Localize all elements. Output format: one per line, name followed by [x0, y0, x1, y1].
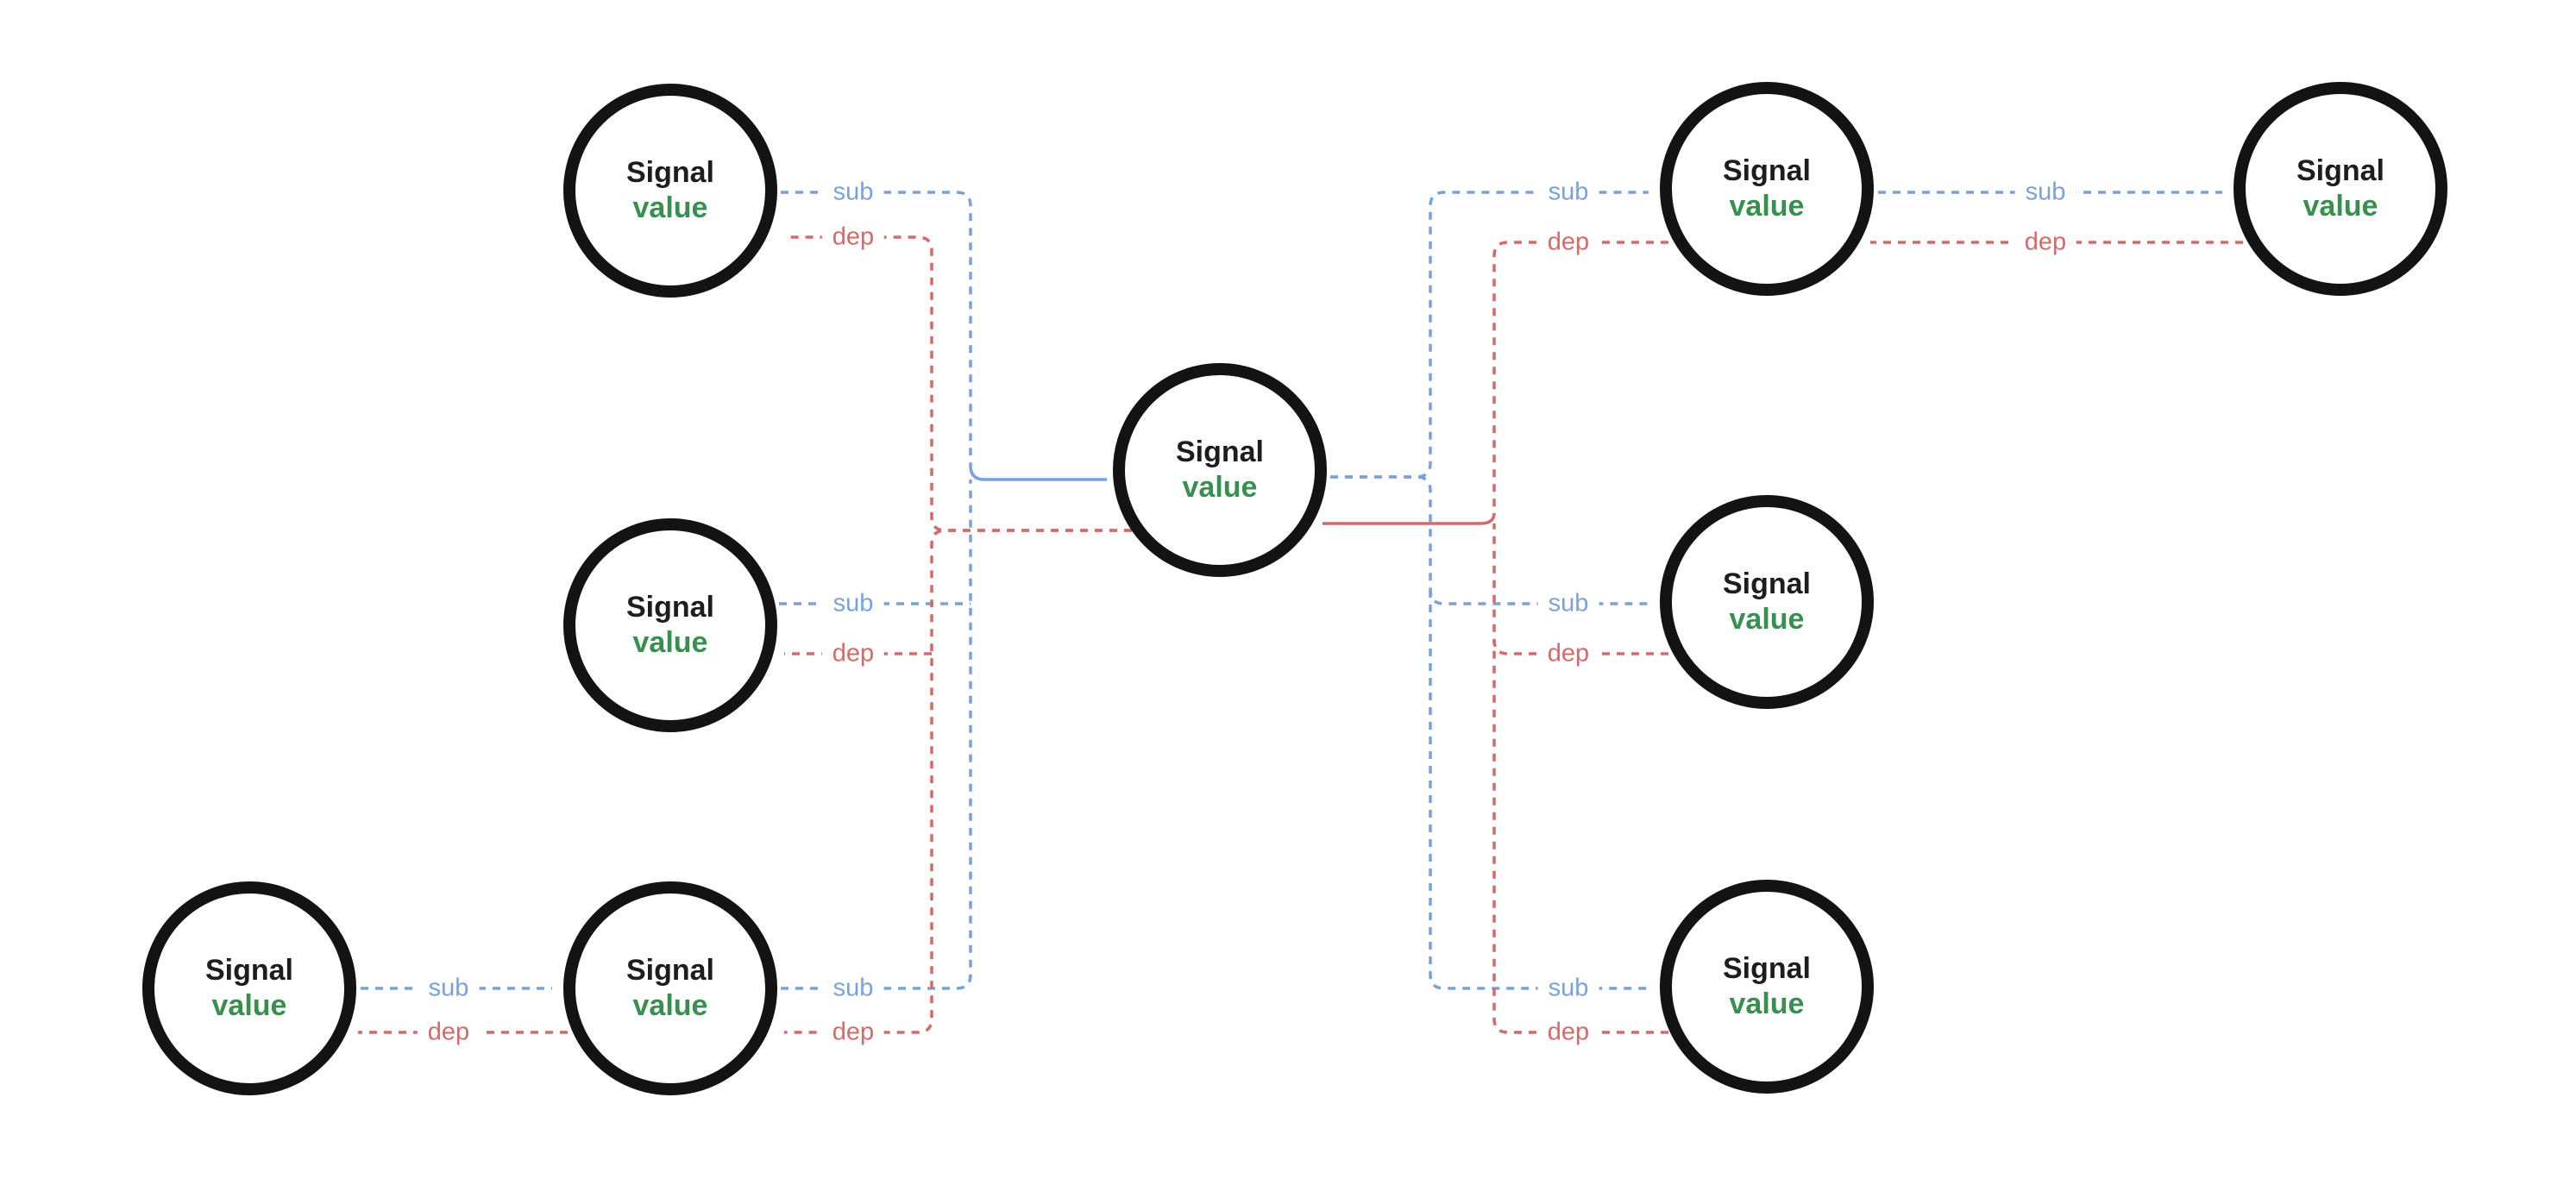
node-signal-bottom-left: Signal value [563, 881, 777, 1095]
edge-label-dep: dep [1536, 228, 1600, 257]
edge-sub-center-to-top-right [1330, 191, 1649, 479]
node-title: Signal [1722, 951, 1812, 985]
node-title: Signal [1722, 154, 1812, 187]
edge-label-dep: dep [1536, 639, 1600, 668]
edge-dep-merge-into-center [1323, 512, 1496, 525]
node-signal-center: Signal value [1113, 363, 1327, 577]
edge-dep-center-to-top-left [784, 235, 1132, 532]
node-title: Signal [204, 953, 294, 987]
node-value: value [632, 626, 708, 659]
edge-sub-merge-into-center [969, 465, 1107, 481]
node-title: Signal [1722, 567, 1812, 600]
node-value: value [632, 191, 708, 224]
node-title: Signal [625, 590, 715, 624]
edge-label-sub: sub [1537, 589, 1599, 618]
node-value: value [632, 989, 708, 1022]
node-signal-far-top-right: Signal value [2234, 82, 2447, 296]
node-signal-mid-left: Signal value [563, 518, 777, 732]
edge-label-sub: sub [822, 974, 884, 1003]
node-value: value [211, 989, 287, 1022]
edge-label-dep: dep [1536, 1018, 1600, 1047]
edge-label-dep: dep [821, 639, 885, 668]
edge-dep-mid-right-to-center [1492, 524, 1668, 655]
edge-label-sub: sub [1537, 178, 1599, 207]
edge-label-dep: dep [821, 1018, 885, 1047]
edge-label-dep: dep [417, 1018, 481, 1047]
node-signal-bottom-right: Signal value [1660, 880, 1874, 1094]
edge-label-dep: dep [2014, 228, 2077, 257]
edge-sub-center-to-mid-right [1330, 475, 1649, 605]
edge-label-sub: sub [822, 589, 884, 618]
node-title: Signal [2296, 154, 2385, 187]
edge-dep-top-right-to-center [1492, 241, 1668, 513]
edge-label-dep: dep [821, 223, 885, 252]
edge-label-sub: sub [418, 974, 480, 1003]
edge-sub-top-left-to-center [781, 191, 972, 466]
node-title: Signal [625, 953, 715, 987]
edge-sub-bottom-left-to-center [781, 480, 972, 990]
node-value: value [1729, 603, 1805, 636]
edge-sub-center-to-bottom-right [1429, 590, 1649, 990]
node-title: Signal [1175, 435, 1265, 468]
node-title: Signal [625, 155, 715, 189]
node-signal-outer-bottom-left: Signal value [142, 881, 356, 1095]
edge-label-sub: sub [2014, 178, 2077, 207]
edge-dep-center-to-bottom-left [784, 529, 1132, 1034]
node-value: value [1729, 190, 1805, 223]
edge-label-sub: sub [1537, 974, 1599, 1003]
edge-label-sub: sub [822, 178, 884, 207]
node-signal-top-right: Signal value [1660, 82, 1874, 296]
node-value: value [2303, 190, 2378, 223]
node-signal-top-left: Signal value [563, 84, 777, 298]
edge-dep-bottom-right-to-center [1492, 640, 1668, 1034]
node-signal-mid-right: Signal value [1660, 495, 1874, 709]
node-value: value [1182, 471, 1258, 504]
node-value: value [1729, 988, 1805, 1020]
